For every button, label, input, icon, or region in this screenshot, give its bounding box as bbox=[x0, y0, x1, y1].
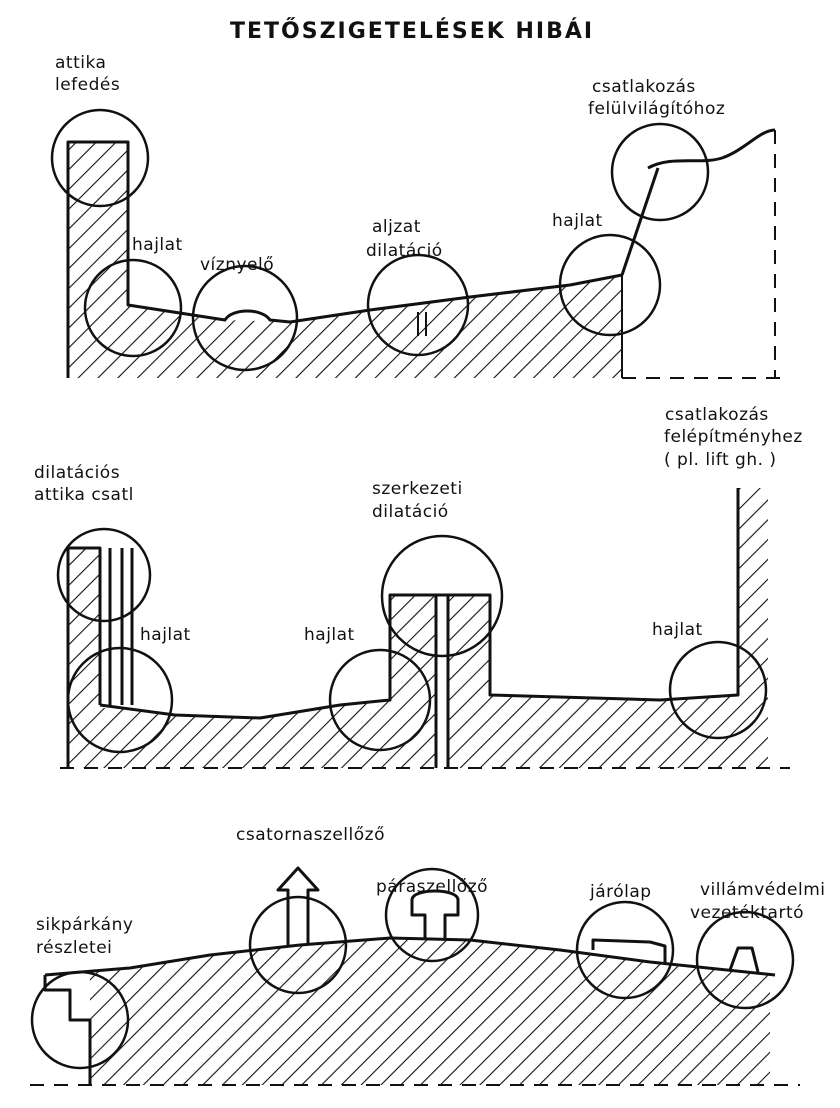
circle-sikparkany bbox=[30, 970, 130, 1070]
panel1-joint-marks bbox=[417, 312, 427, 336]
circle-hajlat-right bbox=[558, 233, 662, 337]
panel2-left-parapet bbox=[66, 546, 134, 768]
panel3-vapor-vent bbox=[410, 889, 460, 938]
label-aljzat-1: aljzat bbox=[372, 217, 421, 237]
label-attika-1: attika bbox=[55, 53, 106, 73]
circle-villam bbox=[695, 910, 795, 1010]
panel2-left-joint-fill bbox=[100, 548, 130, 708]
label-hajlat-right-2: hajlat bbox=[652, 620, 703, 640]
panel-2: dilatációs attika csatl hajlat hajlat sz… bbox=[34, 405, 803, 769]
label-hajlat-left-2: hajlat bbox=[140, 625, 191, 645]
label-csatorna: csatornaszellőző bbox=[236, 825, 385, 845]
panel3-lightning-support bbox=[728, 946, 760, 973]
panel-1: attika lefedés hajlat víznyelő aljzat di… bbox=[50, 53, 790, 379]
label-villam-2: vezetéktartó bbox=[690, 903, 804, 923]
panel1-roof-line bbox=[66, 140, 623, 378]
panel2-roof-line bbox=[99, 488, 740, 720]
label-hajlat-mid-2: hajlat bbox=[304, 625, 355, 645]
circle-hajlat-left bbox=[83, 258, 183, 358]
label-sik-1: sikpárkány bbox=[36, 915, 133, 935]
panel-3: csatornaszellőző páraszellőző sikpárkány… bbox=[30, 825, 825, 1086]
panel1-structure bbox=[68, 142, 622, 378]
label-szerk-1: szerkezeti bbox=[372, 479, 463, 499]
panel2-structure-mid bbox=[390, 595, 738, 768]
label-dilat-1: dilatációs bbox=[34, 463, 120, 483]
label-csatlakozas-1: csatlakozás bbox=[592, 77, 696, 97]
label-para: páraszellőző bbox=[376, 877, 488, 897]
panel3-vent-pipe bbox=[276, 866, 320, 945]
label-sik-2: részletei bbox=[36, 938, 112, 958]
label-csatl-3: ( pl. lift gh. ) bbox=[664, 450, 777, 470]
panel3-walkway-tile bbox=[591, 938, 667, 963]
circle-dilat-attika bbox=[56, 527, 152, 623]
panel2-structure-right bbox=[738, 488, 768, 768]
panel3-roof-line bbox=[44, 936, 776, 977]
circle-aljzat bbox=[366, 253, 470, 357]
label-szerk-2: dilatáció bbox=[372, 502, 449, 522]
panel2-structure-left bbox=[68, 548, 390, 768]
circle-csatorna bbox=[248, 895, 348, 995]
label-hajlat-left: hajlat bbox=[132, 235, 183, 255]
label-csatl-1: csatlakozás bbox=[665, 405, 769, 425]
circle-hajlat-mid-2 bbox=[328, 648, 432, 752]
label-villam-1: villámvédelmi bbox=[700, 880, 825, 900]
label-attika-2: lefedés bbox=[55, 75, 120, 95]
panel1-skylight-upstand bbox=[620, 167, 660, 276]
label-jarolap: járólap bbox=[589, 882, 652, 902]
label-viznyelo: víznyelő bbox=[200, 255, 274, 275]
label-aljzat-2: dilatáció bbox=[366, 241, 443, 261]
panel2-mid-joint-fill bbox=[436, 595, 448, 768]
label-csatl-2: felépítményhez bbox=[664, 427, 803, 447]
panel1-skylight-dome bbox=[647, 128, 776, 170]
label-dilat-2: attika csatl bbox=[34, 485, 134, 505]
diagram-title: TETŐSZIGETELÉSEK HIBÁI bbox=[230, 18, 594, 44]
circle-attika bbox=[50, 108, 150, 208]
label-hajlat-right: hajlat bbox=[552, 211, 603, 231]
circle-para bbox=[384, 867, 480, 963]
circle-jarolap bbox=[575, 900, 675, 1000]
circle-skylight bbox=[610, 122, 710, 222]
circle-szerk-dilat bbox=[380, 534, 504, 658]
circle-hajlat-left-2 bbox=[66, 646, 174, 754]
circle-viznyelo bbox=[191, 264, 299, 372]
label-csatlakozas-2: felülvilágítóhoz bbox=[588, 99, 725, 119]
circle-hajlat-right-2 bbox=[668, 640, 768, 740]
panel2-structural-joint bbox=[434, 595, 450, 768]
